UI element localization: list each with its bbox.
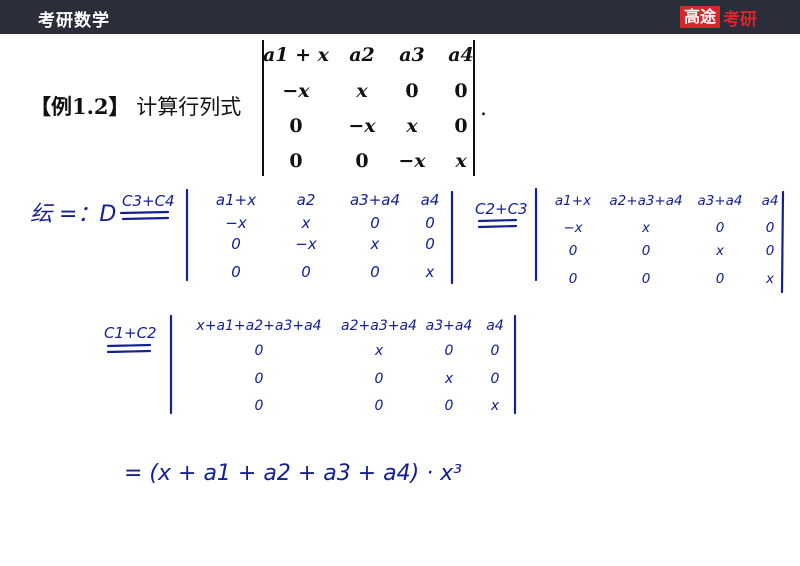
step2-cell-r2-c1: −x [563,220,583,236]
step1-cell-r1-c2: a2 [297,191,316,209]
step2-op: C2+C3 [475,200,528,218]
step3-op: C1+C2 [104,324,157,342]
step3-cell-r4-c1: 0 [255,398,264,414]
step1-cell-r3-c2: −x [295,235,317,253]
step2-underline-1 [477,218,518,223]
step1-cell-r3-c1: 0 [231,235,241,253]
step3-underline-2 [106,349,152,354]
printed-cell-r1-c4: a4 [448,44,474,66]
step1-cell-r2-c1: −x [225,214,247,232]
printed-cell-r4-c4: x [455,150,467,172]
step1-cell-r4-c1: 0 [231,263,241,281]
step3-cell-r2-c3: 0 [445,343,454,359]
printed-cell-r4-c3: −x [398,150,426,172]
printed-cell-r1-c2: a2 [349,44,375,66]
step2-cell-r1-c3: a3+a4 [697,193,742,209]
step1-cell-r2-c4: 0 [425,214,435,232]
step2-cell-r1-c2: a2+a3+a4 [609,193,682,209]
step1-cell-r3-c3: x [370,235,380,253]
printed-cell-r2-c2: x [356,80,368,102]
step3-cell-r1-c4: a4 [486,318,504,334]
step3-underline-1 [106,343,152,348]
problem-instruction: 计算行列式 [136,95,242,119]
step2-cell-r4-c1: 0 [569,271,578,287]
printed-cell-r3-c1: 0 [289,115,303,137]
step2-underline-2 [477,224,518,229]
step1-cell-r4-c2: 0 [301,263,311,281]
step1-cell-r2-c3: 0 [370,214,380,232]
step3-cell-r3-c4: 0 [491,371,500,387]
printed-cell-r2-c4: 0 [454,80,468,102]
determinant-left-bar [262,40,264,176]
step1-cell-r2-c2: x [301,214,311,232]
brand-logo-text: 考研 [723,9,758,30]
step1-op: C3+C4 [122,192,175,210]
step1-cell-r3-c4: 0 [425,235,435,253]
step1-cell-r1-c3: a3+a4 [350,191,400,209]
step1-underline-1 [119,210,170,215]
printed-cell-r4-c2: 0 [355,150,369,172]
determinant-right-bar [473,40,475,176]
printed-cell-r3-c3: x [406,115,418,137]
top-bar: 考研数学 高途 考研 [0,0,800,34]
problem-label: 【例1.2】 [30,94,130,119]
step2-cell-r2-c3: 0 [716,220,725,236]
step2-cell-r2-c4: 0 [766,220,775,236]
step2-cell-r4-c3: 0 [716,271,725,287]
printed-cell-r2-c1: −x [282,80,310,102]
step3-cell-r1-c1: x+a1+a2+a3+a4 [195,318,321,334]
printed-cell-r2-c3: 0 [405,80,419,102]
step3-cell-r2-c2: x [374,343,384,359]
step3-cell-r1-c2: a2+a3+a4 [341,318,417,334]
step3-cell-r2-c1: 0 [255,343,264,359]
printed-cell-r3-c2: −x [348,115,376,137]
step1-cell-r4-c4: x [425,263,435,281]
step1-underline-2 [121,216,170,221]
step2-cell-r3-c4: 0 [766,243,775,259]
step3-cell-r3-c1: 0 [255,371,264,387]
printed-cell-r3-c4: 0 [454,115,468,137]
step2-cell-r3-c1: 0 [569,243,578,259]
step2-cell-r3-c3: x [715,243,725,259]
step3-cell-r1-c3: a3+a4 [426,318,473,334]
step1-cell-r4-c3: 0 [370,263,380,281]
step3-cell-r2-c4: 0 [491,343,500,359]
step3-cell-r3-c2: 0 [375,371,384,387]
step3-cell-r4-c2: 0 [375,398,384,414]
problem-statement: 【例1.2】 计算行列式 [30,91,241,121]
step2-cell-r4-c2: 0 [642,271,651,287]
step3-cell-r3-c3: x [444,371,454,387]
step2-cell-r4-c4: x [765,271,775,287]
brand-logo: 高途 考研 [680,5,758,30]
brand-logo-box: 高途 [680,6,721,28]
step2-cell-r2-c2: x [641,220,651,236]
solution-intro: 纭 =：D [30,202,116,227]
problem-end-mark: . [480,96,487,121]
step1-cell-r1-c4: a4 [421,191,440,209]
final-result: = (x + a1 + a2 + a3 + a4) · x³ [124,461,462,486]
step3-cell-r4-c4: x [490,398,500,414]
step2-cell-r3-c2: 0 [642,243,651,259]
step2-cell-r1-c4: a4 [762,193,779,209]
step2-right-bar [780,190,785,294]
course-title: 考研数学 [38,11,110,31]
step1-cell-r1-c1: a1+x [216,191,256,209]
printed-cell-r1-c3: a3 [399,44,425,66]
step3-cell-r4-c3: 0 [445,398,454,414]
step2-cell-r1-c1: a1+x [555,193,592,209]
printed-cell-r1-c1: a1 + x [262,44,330,66]
printed-cell-r4-c1: 0 [289,150,303,172]
